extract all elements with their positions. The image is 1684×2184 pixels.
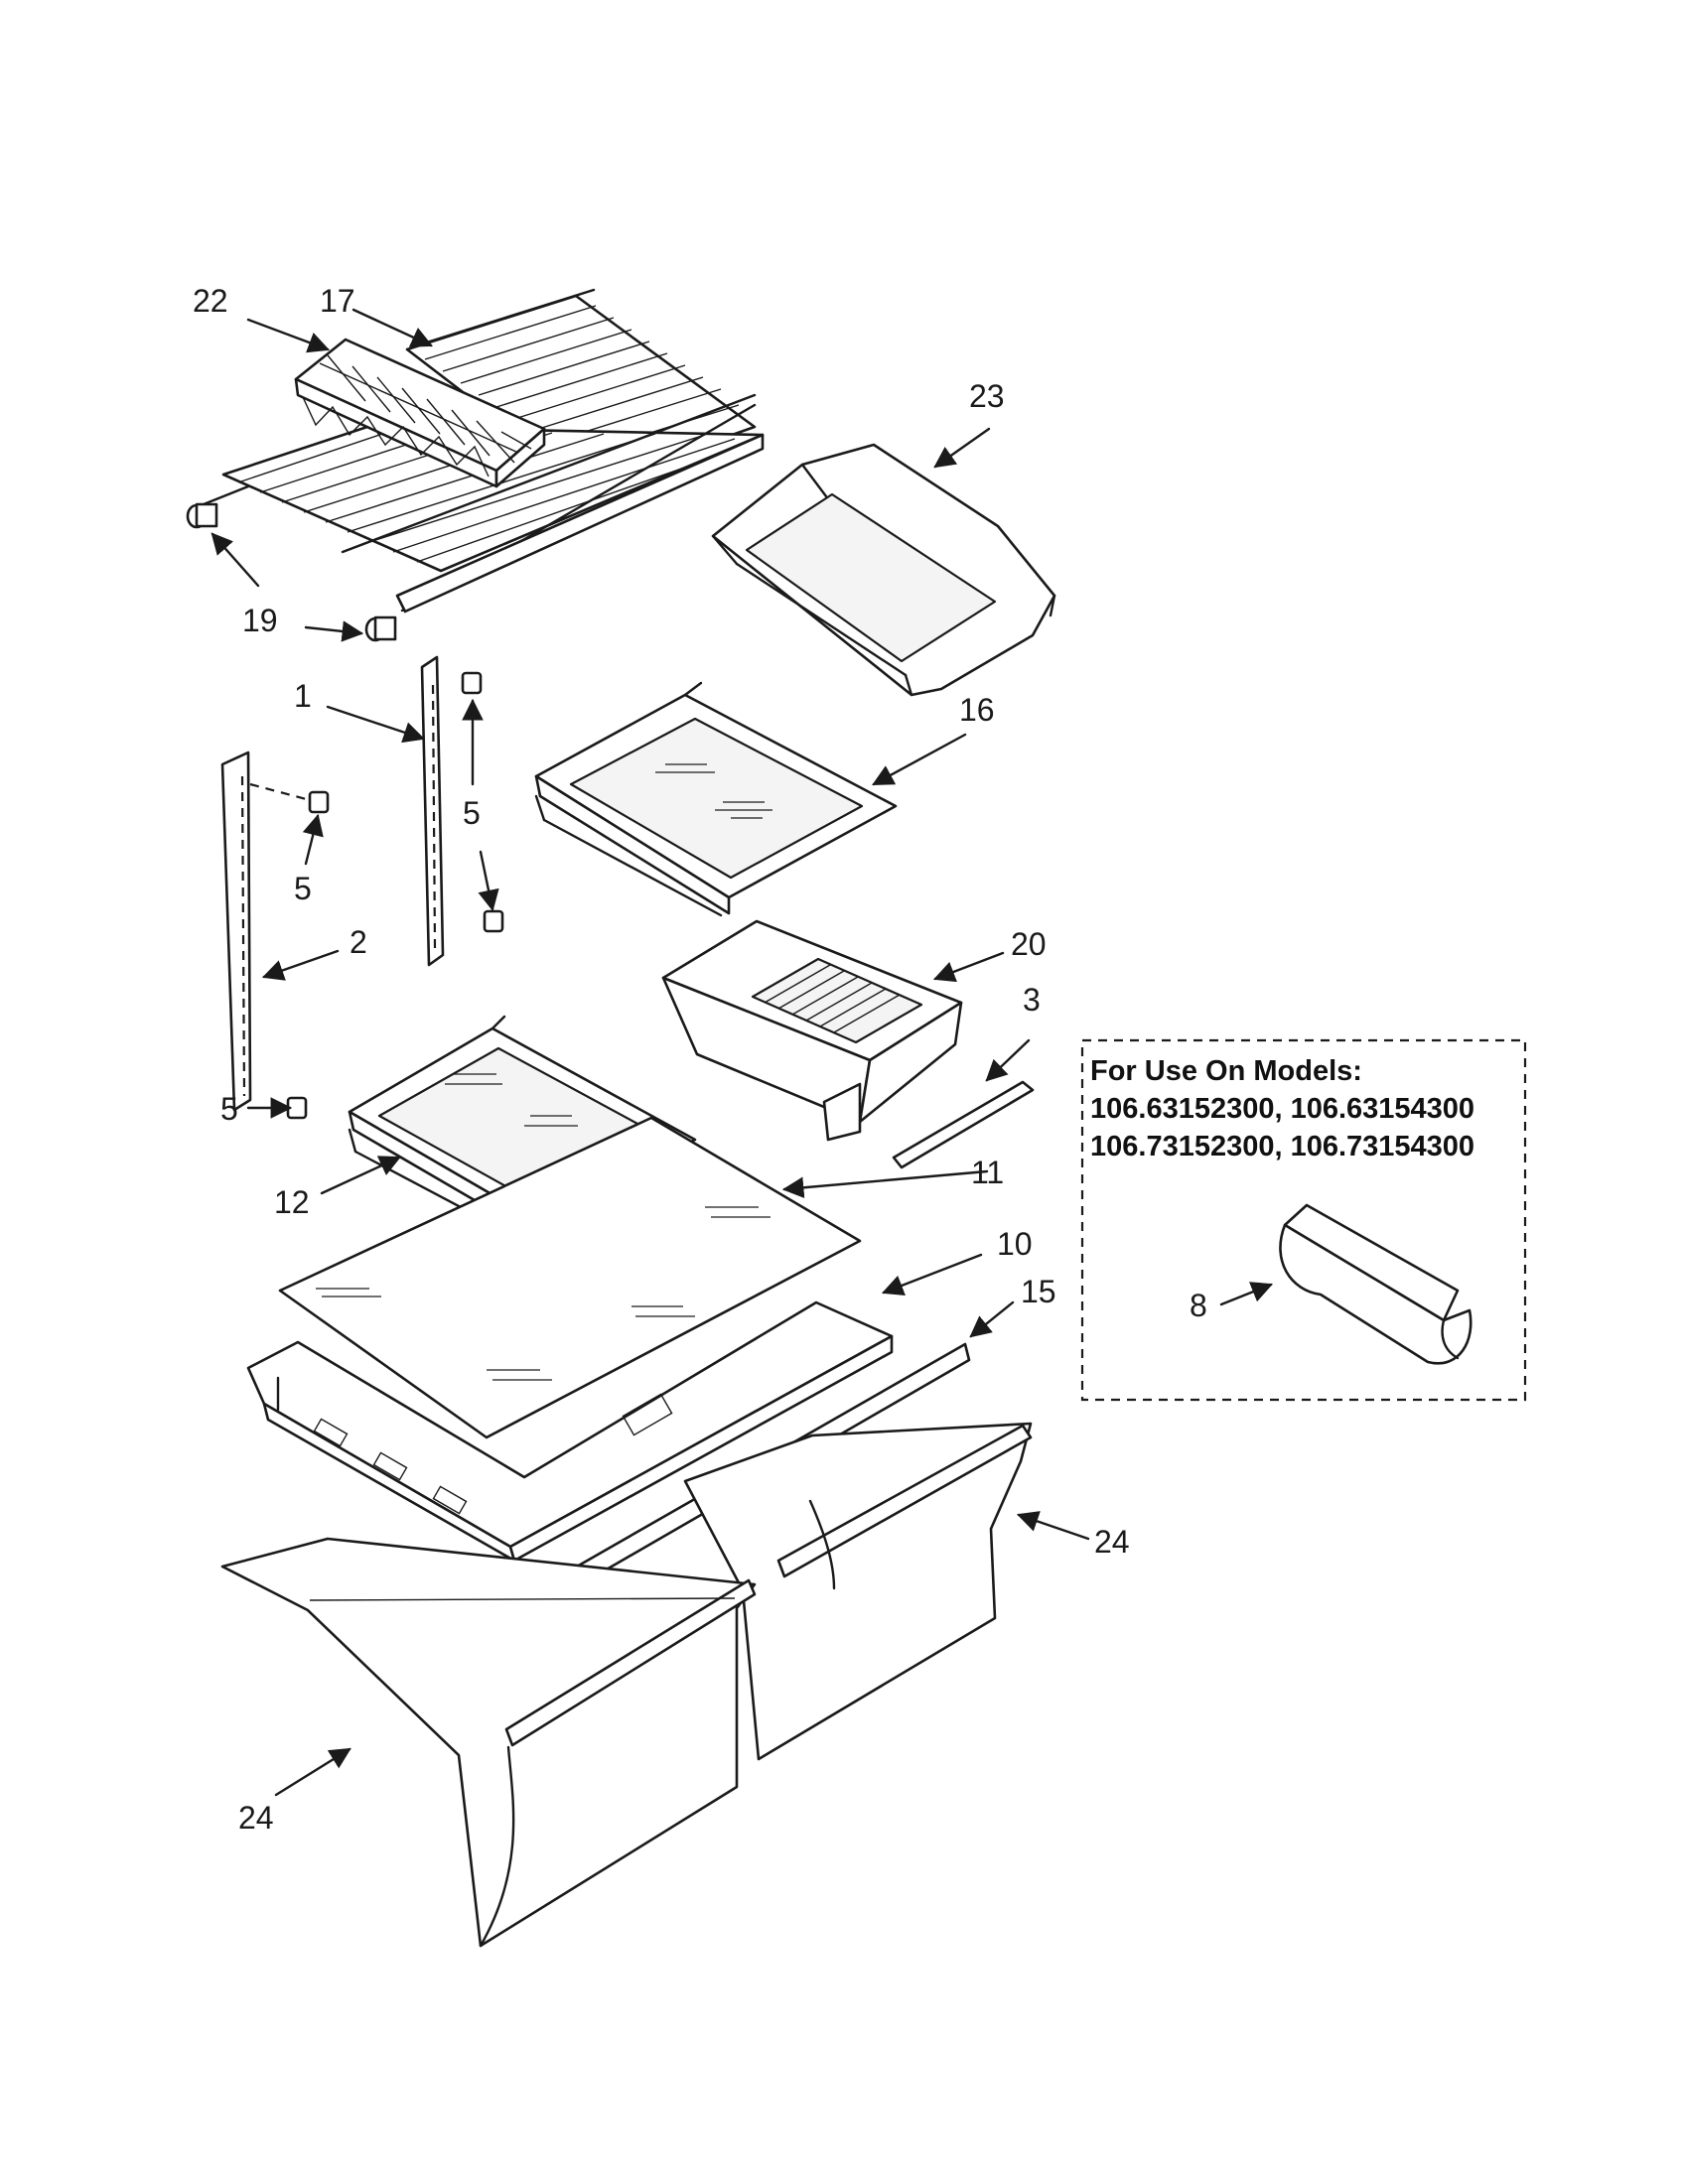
- models-box-title: For Use On Models:: [1090, 1055, 1362, 1087]
- glass-shelf-part-16: [534, 681, 898, 917]
- ice-tray-part-22: [294, 338, 546, 488]
- slide-part-3: [892, 1080, 1035, 1169]
- callout-23: 23: [969, 378, 1005, 414]
- callout-8: 8: [1190, 1288, 1207, 1323]
- callout-20: 20: [1011, 926, 1047, 962]
- callout-22: 22: [193, 283, 228, 319]
- callout-17: 17: [320, 283, 355, 319]
- callout-24-right: 24: [1094, 1524, 1130, 1560]
- pan-part-23: [711, 443, 1056, 697]
- end-cap-part-19: [186, 502, 397, 642]
- callout-2: 2: [350, 924, 367, 960]
- crisper-bin-right-part-24: [683, 1422, 1033, 1761]
- wire-shelf-part-17: [197, 288, 765, 614]
- models-box: [1080, 1038, 1527, 1402]
- callout-24-left: 24: [238, 1800, 274, 1836]
- callout-5-b: 5: [294, 871, 312, 906]
- models-box-line-1: 106.63152300, 106.63154300: [1090, 1093, 1474, 1125]
- callout-19: 19: [242, 603, 278, 638]
- ladder-part-1: [420, 655, 445, 967]
- callout-15: 15: [1021, 1274, 1056, 1309]
- leader-lines: [210, 308, 1274, 1797]
- models-box-line-2: 106.73152300, 106.73154300: [1090, 1131, 1474, 1162]
- callout-3: 3: [1023, 982, 1041, 1018]
- crisper-bin-left-part-24: [220, 1537, 757, 1948]
- callout-5-c: 5: [220, 1091, 238, 1127]
- callout-1: 1: [294, 678, 312, 714]
- drawer-part-20: [661, 919, 963, 1142]
- glass-cover-part-11: [278, 1116, 862, 1439]
- callout-11: 11: [971, 1155, 1004, 1190]
- callout-12: 12: [274, 1184, 310, 1220]
- ladder-part-2: [220, 751, 311, 1112]
- frame-part-10: [246, 1300, 894, 1563]
- callout-16: 16: [959, 692, 995, 728]
- callout-10: 10: [997, 1226, 1033, 1262]
- bin-rail-part-8: [1279, 1203, 1473, 1365]
- callout-5-a: 5: [463, 795, 481, 831]
